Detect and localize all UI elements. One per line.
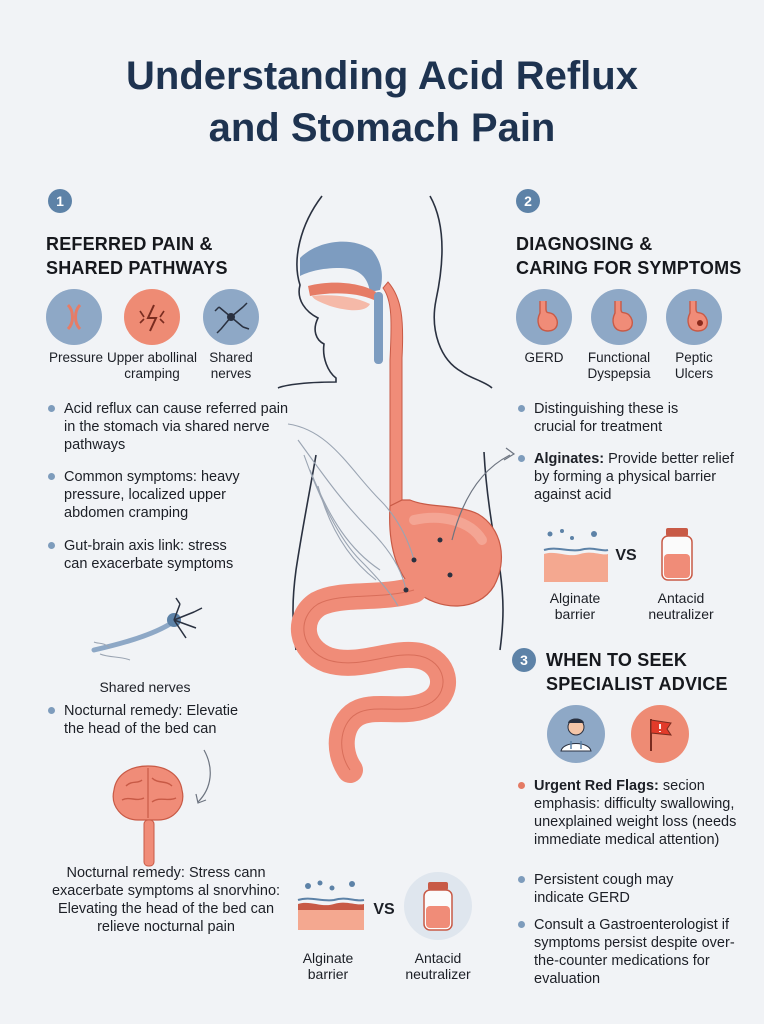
stomach-dyspepsia-icon (591, 289, 647, 345)
neuron-icon (91, 597, 203, 661)
section-2-number: 2 (516, 189, 540, 213)
dyspepsia-label: Functional Dyspepsia (587, 350, 651, 381)
nerves-icon (203, 289, 259, 345)
section-3-bullet: Urgent Red Flags: secion emphasis: diffi… (518, 777, 744, 849)
page-title: Understanding Acid Reflux and Stomach Pa… (126, 54, 638, 150)
alginate-barrier-icon (543, 529, 609, 582)
stomach-ulcer-icon (666, 289, 722, 345)
nocturnal-remedy-text: Nocturnal remedy: Stress cann exacerbate… (51, 865, 281, 935)
section-2-bullet: Alginates: Provide better relief by form… (518, 450, 734, 504)
section-3-heading: WHEN TO SEEK SPECIALIST ADVICE (546, 650, 728, 694)
bullet-dot (48, 707, 55, 714)
comparison-vs: VS (373, 901, 395, 918)
brain-icon (112, 765, 184, 867)
section-1-bullet: Gut-brain axis link: stress can exacerba… (48, 537, 254, 573)
section-1-bullet: Nocturnal remedy: Elevatie the head of t… (48, 702, 254, 738)
section-1-heading: REFERRED PAIN & SHARED PATHWAYS (46, 234, 228, 278)
doctor-icon (547, 705, 605, 763)
bullet-dot (518, 876, 525, 883)
bullet-dot (518, 455, 525, 462)
section-3-number: 3 (512, 648, 536, 672)
bullet-dot (48, 405, 55, 412)
section-2-bullet: Distinguishing these is crucial for trea… (518, 400, 724, 436)
gerd-label: GERD (524, 350, 564, 365)
alginate-barrier-label: Alginate barrier (549, 590, 601, 622)
antacid-neutralizer-label: Antacid neutralizer (405, 950, 471, 982)
red-flag-icon (631, 705, 689, 763)
nerves-label: Shared nerves (209, 350, 253, 381)
curved-arrow (195, 749, 211, 804)
stomach-gerd-icon (516, 289, 572, 345)
antacid-bottle-icon (661, 528, 693, 581)
bullet-dot (48, 542, 55, 549)
pressure-icon (46, 289, 102, 345)
section-3-bullet: Consult a Gastroenterologist if symptoms… (518, 916, 748, 988)
neuron-caption: Shared nerves (99, 679, 191, 695)
antacid-bottle-icon (404, 872, 472, 940)
bullet-dot (48, 473, 55, 480)
section-2-heading: DIAGNOSING & CARING FOR SYMPTOMS (516, 234, 742, 278)
comparison-vs: VS (615, 547, 637, 564)
section-1-bullet: Common symptoms: heavy pressure, localiz… (48, 468, 276, 522)
bullet-dot (518, 782, 525, 789)
section-1-number: 1 (48, 189, 72, 213)
section-3-bullet: Persistent cough may indicate GERD (518, 871, 714, 907)
alginate-barrier-icon (297, 880, 365, 930)
pressure-label: Pressure (48, 350, 104, 365)
bullet-dot (518, 921, 525, 928)
ulcers-label: Peptic Ulcers (674, 350, 714, 381)
section-1-bullet: Acid reflux can cause referred pain in t… (48, 400, 292, 454)
alginate-barrier-label: Alginate barrier (302, 950, 354, 982)
cramping-icon (124, 289, 180, 345)
bullet-dot (518, 405, 525, 412)
antacid-neutralizer-label: Antacid neutralizer (648, 590, 714, 622)
cramping-label: Upper abollinal cramping (106, 350, 198, 381)
